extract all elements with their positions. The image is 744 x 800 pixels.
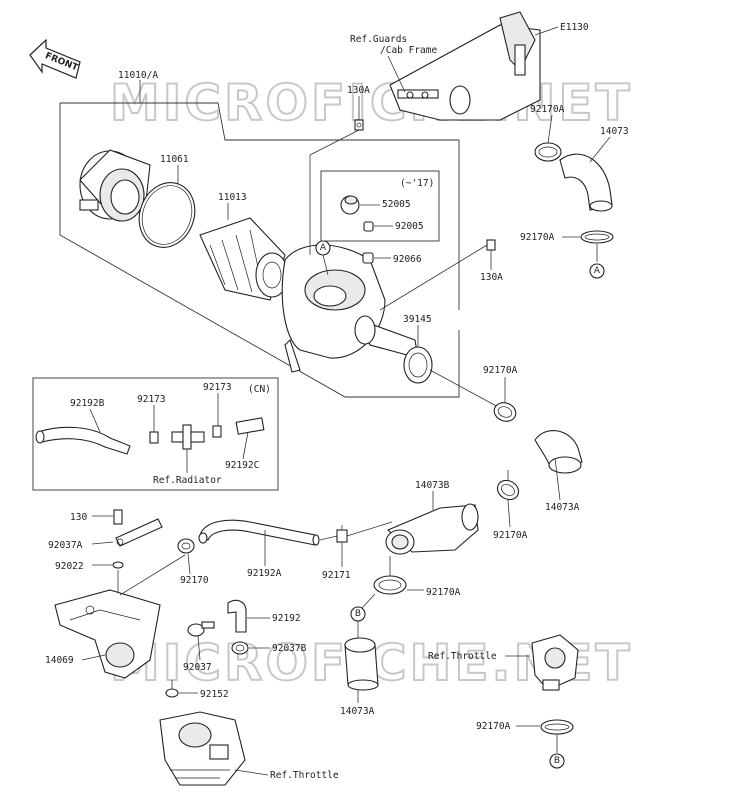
clamp-92037b (231, 641, 249, 655)
clamp-92170a-right (580, 230, 614, 244)
label-92192a: 92192A (247, 568, 282, 579)
clamp-92170a-4 (496, 479, 520, 501)
svg-text:A: A (594, 266, 601, 276)
washer-92022 (112, 561, 124, 569)
clamp-92037 (187, 621, 215, 637)
svg-text:A: A (320, 243, 327, 253)
label-130a-top: 130A (347, 85, 370, 96)
label-92170a-6: 92170A (476, 721, 511, 732)
cab-frame-bracket (389, 11, 541, 121)
o-ring-11061 (138, 182, 196, 248)
label-11010a: 11010/A (118, 70, 158, 81)
air-cleaner-housing (281, 244, 419, 373)
bolt-130a-mid (486, 239, 496, 251)
label-92037: 92037 (183, 662, 212, 673)
label-cab-frame: /Cab Frame (380, 45, 437, 56)
label-39145: 39145 (403, 314, 432, 325)
label-11061: 11061 (160, 154, 189, 165)
label-92170a-5: 92170A (426, 587, 461, 598)
valve-52005 (340, 195, 360, 215)
label-52005: 52005 (382, 199, 411, 210)
clamp-92173-2 (212, 425, 222, 438)
air-cleaner-cover (79, 149, 151, 222)
label-92037b: 92037B (272, 643, 307, 654)
clip-92171 (336, 525, 348, 543)
label-14073a-2: 14073A (340, 706, 375, 717)
label-130a-mid: 130A (480, 272, 503, 283)
label-ref-radiator: Ref.Radiator (153, 475, 222, 486)
label-ref-throttle-lower: Ref.Throttle (270, 770, 339, 781)
label-92192c: 92192C (225, 460, 259, 471)
seal-39145 (403, 346, 433, 384)
label-14069: 14069 (45, 655, 74, 666)
label-92066: 92066 (393, 254, 422, 265)
svg-text:B: B (355, 609, 361, 619)
label-14073-1: 14073 (600, 126, 629, 137)
label-92005: 92005 (395, 221, 424, 232)
label-92037a: 92037A (48, 540, 83, 551)
hose-14073a-1 (534, 430, 583, 474)
label-92152: 92152 (200, 689, 229, 700)
bolt-130a-top (354, 119, 364, 131)
label-92170: 92170 (180, 575, 209, 586)
clamp-92170a-3 (493, 402, 517, 422)
callout-b-right (549, 753, 565, 769)
label-14073a-1: 14073A (545, 502, 580, 513)
label-92170a-4: 92170A (493, 530, 528, 541)
bracket-14069 (54, 589, 161, 679)
plug-92005 (363, 221, 374, 232)
elbow-92192 (227, 599, 247, 633)
duct-14073b (385, 503, 479, 555)
o-ring-92152 (165, 688, 179, 698)
hose-92192b (35, 426, 131, 455)
clamp-92170a-top (534, 142, 562, 162)
inset-box-cn (32, 377, 279, 491)
clamp-92173-1 (149, 431, 159, 444)
label-sub-17: (~'17) (400, 178, 434, 189)
bolt-130 (113, 509, 123, 525)
label-ref-throttle-upper: Ref.Throttle (428, 651, 497, 662)
label-e1130: E1130 (560, 22, 589, 33)
label-92171: 92171 (322, 570, 351, 581)
clamp-92170a-6 (540, 719, 574, 735)
strap-92037a (115, 518, 163, 547)
label-92170a-3: 92170A (483, 365, 518, 376)
label-92022: 92022 (55, 561, 84, 572)
label-ref-guards: Ref.Guards (350, 34, 407, 45)
label-92170a-2: 92170A (520, 232, 555, 243)
plug-92066 (362, 252, 374, 264)
label-11013: 11013 (218, 192, 247, 203)
label-130: 130 (70, 512, 87, 523)
label-92192: 92192 (272, 613, 301, 624)
clamp-92170a-5 (373, 575, 407, 595)
tee-joint (171, 424, 205, 450)
inset-box-17 (320, 170, 440, 242)
front-arrow-icon: FRONT (29, 38, 81, 79)
hose-14073 (559, 153, 613, 212)
label-92173-1: 92173 (137, 394, 166, 405)
label-cn: (CN) (248, 384, 271, 395)
clamp-92170 (177, 538, 195, 554)
throttle-body-lower (159, 711, 246, 786)
hose-92192a (198, 519, 320, 546)
label-92170a-1: 92170A (530, 104, 565, 115)
label-14073b: 14073B (415, 480, 450, 491)
hose-14073a-2 (344, 637, 379, 691)
label-92192b: 92192B (70, 398, 105, 409)
throttle-body-upper (531, 634, 579, 691)
label-92173-2: 92173 (203, 382, 232, 393)
hose-92192c (235, 417, 265, 435)
callout-a-right (589, 263, 605, 279)
svg-text:B: B (554, 756, 560, 766)
air-filter-element (199, 217, 289, 301)
